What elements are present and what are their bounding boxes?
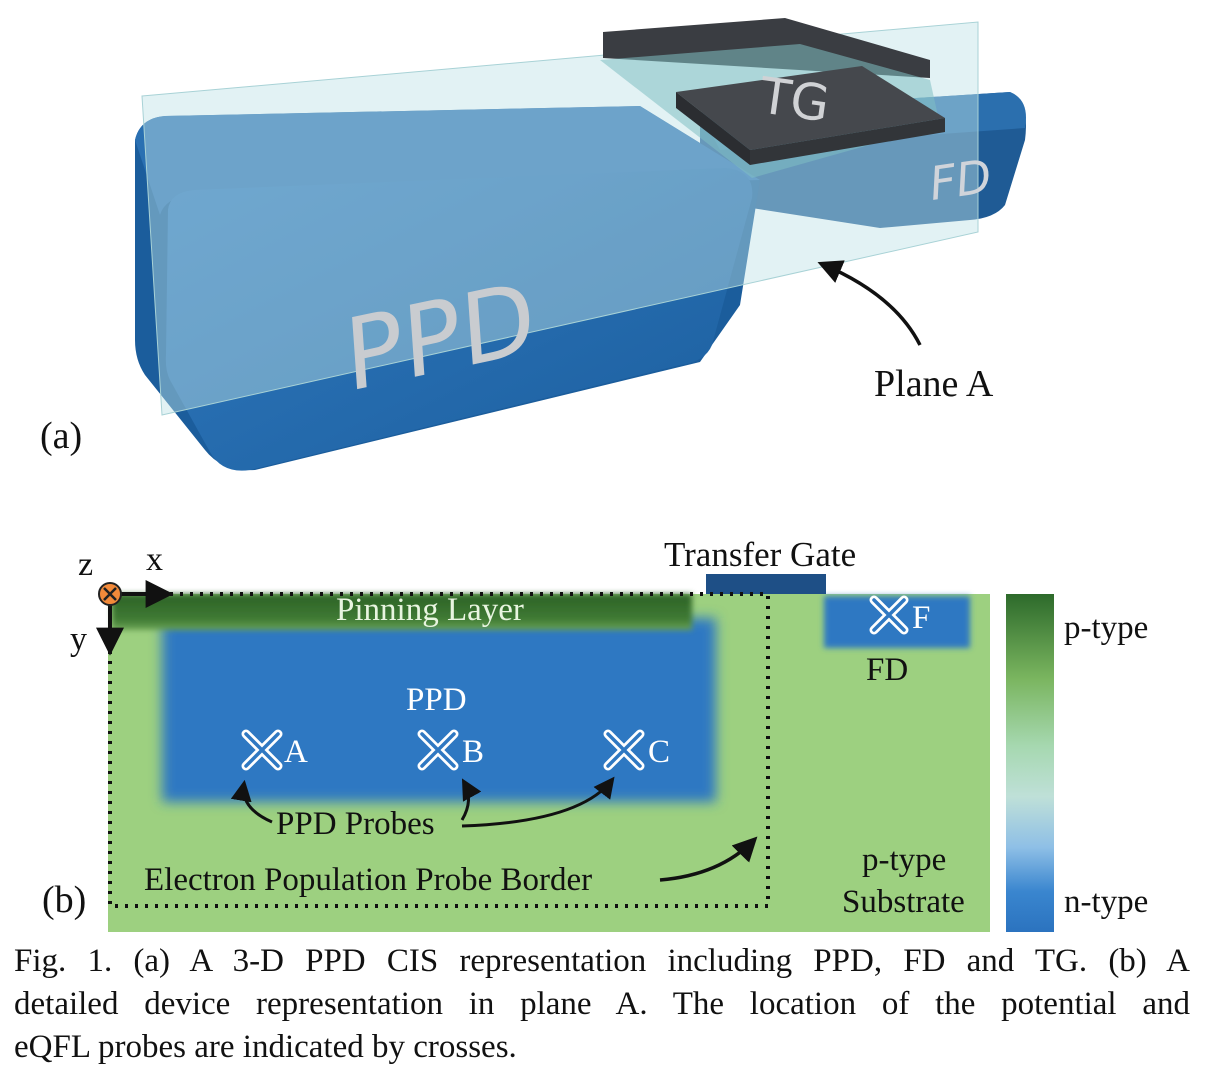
transfer-gate-label: Transfer Gate — [664, 535, 856, 574]
caption-line-3: eQFL probes are indicated by crosses. — [14, 1029, 517, 1065]
axis-y-label: y — [70, 621, 87, 658]
probe-c-label: C — [648, 734, 670, 770]
coordinate-axes: z x y — [70, 541, 174, 658]
ppd-block — [135, 106, 760, 471]
probe-b-label: B — [462, 734, 484, 770]
part-b-label: (b) — [42, 879, 86, 921]
part-a-3d-view: PPD TG FD Plane A (a) — [40, 18, 1026, 471]
ppd-probes-label: PPD Probes — [276, 806, 435, 842]
probe-border-label: Electron Population Probe Border — [144, 862, 592, 898]
pinning-layer-region — [112, 594, 692, 630]
axis-z-label: z — [78, 546, 93, 583]
transfer-gate — [706, 574, 826, 594]
caption-line-2: detailed device representation in plane … — [14, 986, 1190, 1022]
caption-line-1: Fig. 1. (a) A 3-D PPD CIS representation… — [14, 943, 1190, 979]
part-b-cross-section: Transfer Gate z x y Pinning Layer PPD FD… — [42, 535, 1148, 932]
part-a-label: (a) — [40, 415, 82, 457]
tg-3d-label: TG — [755, 66, 833, 133]
tg-block — [600, 18, 945, 178]
substrate-label-line2: Substrate — [842, 884, 965, 920]
probe-a-label: A — [284, 734, 308, 770]
figure-canvas: PPD TG FD Plane A (a) Transfer Gate z x … — [40, 18, 1148, 932]
doping-color-legend — [1006, 594, 1054, 932]
substrate-label-line1: p-type — [862, 842, 946, 878]
probe-b: B — [417, 729, 484, 771]
probe-c: C — [603, 729, 670, 771]
probe-f: F — [869, 595, 930, 636]
probe-a: A — [241, 729, 308, 771]
ppd-region-label: PPD — [406, 682, 467, 718]
probe-border-arrow — [659, 836, 758, 882]
ppd-probes-pointers — [230, 776, 615, 828]
plane-a-arrow — [817, 260, 922, 346]
figure-caption: Fig. 1. (a) A 3-D PPD CIS representation… — [14, 940, 1190, 1069]
axis-x-label: x — [146, 541, 163, 578]
pinning-layer-label: Pinning Layer — [336, 592, 524, 628]
legend-top-label: p-type — [1064, 610, 1148, 646]
legend-bottom-label: n-type — [1064, 884, 1148, 920]
plane-a-label: Plane A — [874, 363, 994, 405]
fd-region-label: FD — [866, 652, 908, 688]
fd-3d-label: FD — [926, 149, 995, 211]
probe-f-label: F — [912, 600, 930, 636]
ppd-region — [162, 618, 716, 802]
